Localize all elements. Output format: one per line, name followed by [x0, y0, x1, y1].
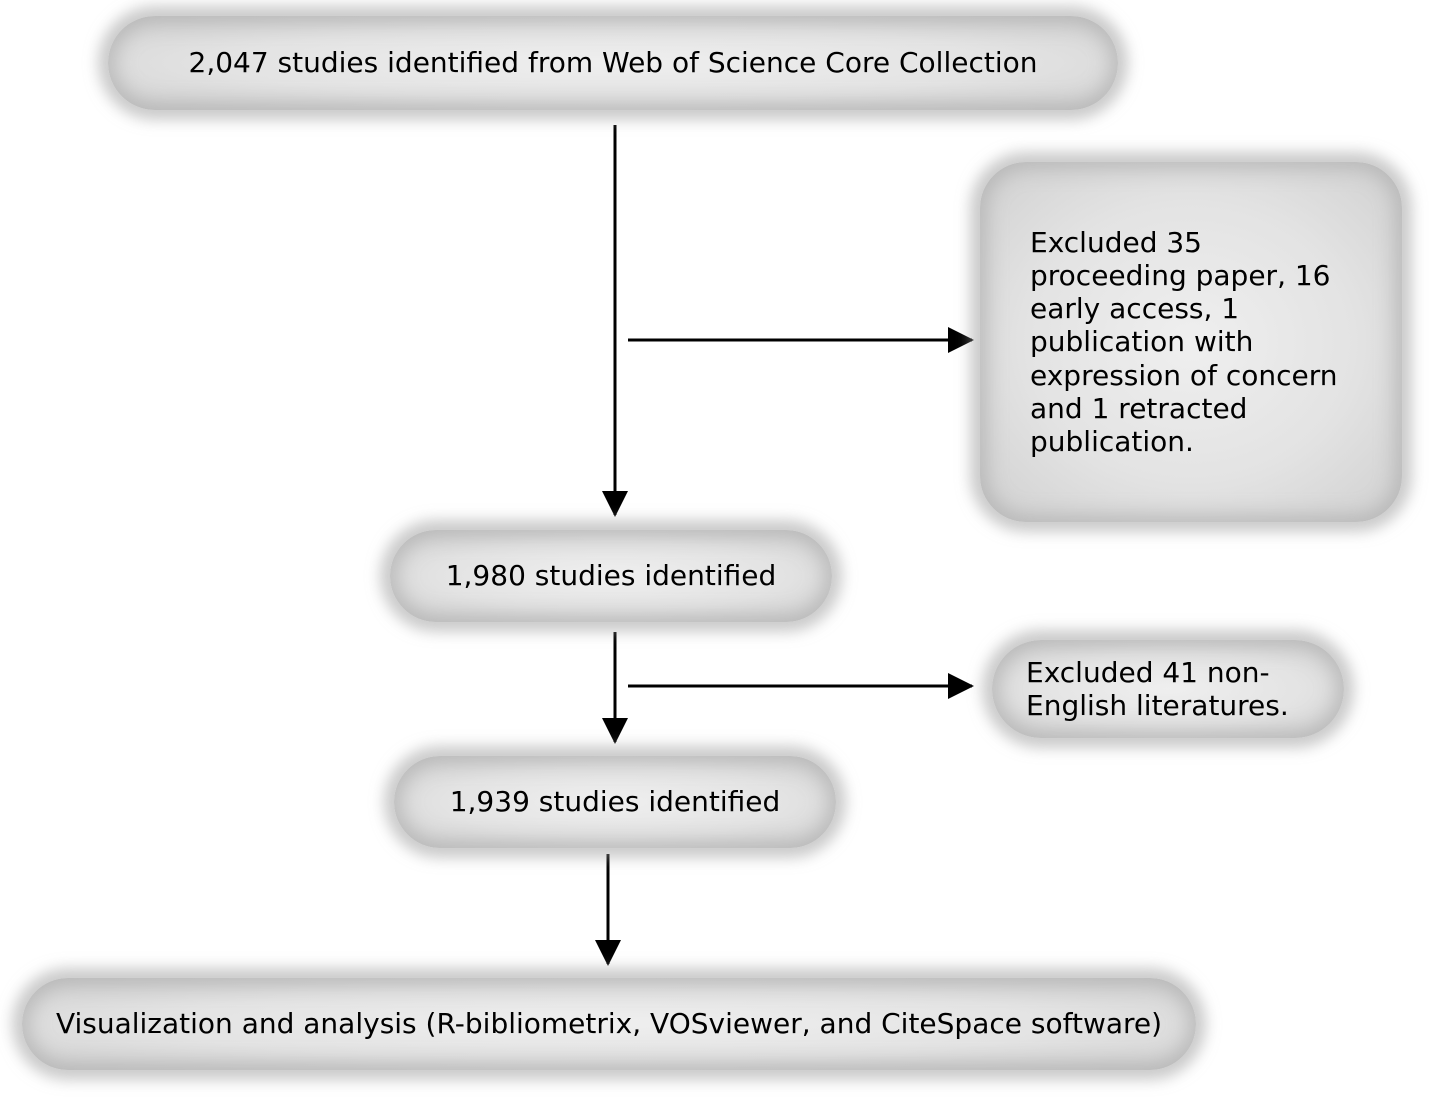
exclusion-box-1: Excluded 35 proceeding paper, 16 early a…	[980, 162, 1402, 522]
exclusion-box-2: Excluded 41 non- English literatures.	[992, 640, 1344, 738]
step-2-text: 1,939 studies identified	[449, 785, 781, 819]
exclusion-1-line: expression of concern	[1030, 358, 1338, 392]
exclusion-1-line: Excluded 35	[1030, 226, 1202, 260]
exclusion-1-line: proceeding paper, 16	[1030, 259, 1331, 293]
exclusion-2-line: Excluded 41 non-	[1026, 655, 1270, 689]
identified-studies-box: 2,047 studies identified from Web of Sci…	[108, 16, 1118, 110]
exclusion-1-line: early access, 1	[1030, 292, 1240, 326]
step-2-box: 1,939 studies identified	[394, 756, 836, 848]
exclusion-2-line: English literatures.	[1026, 689, 1289, 722]
identified-studies-text: 2,047 studies identified from Web of Sci…	[188, 46, 1038, 80]
exclusion-1-text: Excluded 35 proceeding paper, 16 early a…	[1030, 226, 1337, 457]
exclusion-1-line: and 1 retracted	[1030, 391, 1248, 425]
exclusion-1-line: publication.	[1030, 424, 1194, 458]
analysis-box: Visualization and analysis (R-bibliometr…	[22, 978, 1196, 1070]
step-1-box: 1,980 studies identified	[390, 530, 832, 622]
step-1-text: 1,980 studies identified	[445, 559, 777, 593]
exclusion-1-line: publication with	[1030, 325, 1254, 359]
analysis-text: Visualization and analysis (R-bibliometr…	[55, 1007, 1163, 1041]
exclusion-2-text: Excluded 41 non- English literatures.	[1026, 656, 1289, 722]
